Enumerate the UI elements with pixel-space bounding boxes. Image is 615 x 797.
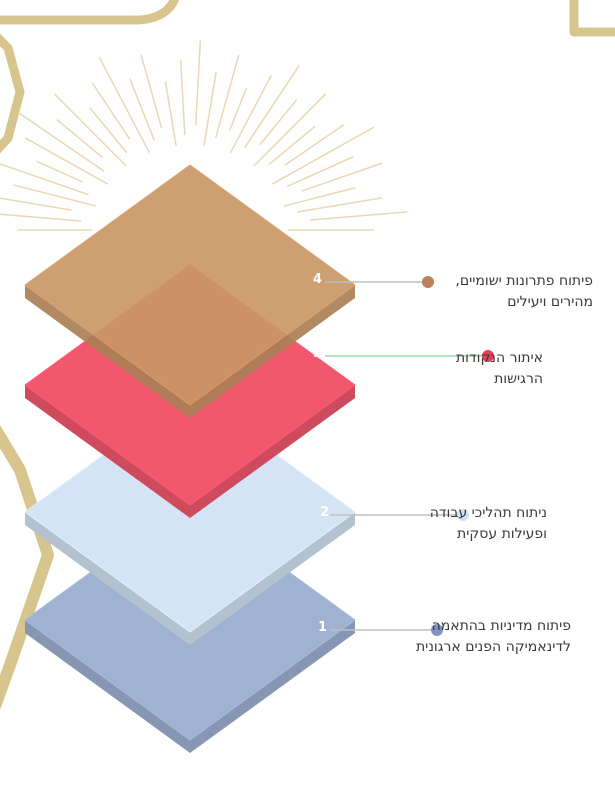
ray-line [229, 88, 246, 131]
layer-1-label-line1: פיתוח מדיניות בהתאמה [416, 616, 571, 637]
layer-2-label: ניתוח תהליכי עבודה ופעילות עסקית [430, 503, 547, 545]
ray-line [254, 94, 326, 166]
layer-3-number: 3 [313, 346, 322, 361]
layer-1-label-line2: לדינאמיקה הפנים ארגונית [416, 637, 571, 658]
frame-left-notch [0, 30, 20, 158]
ray-line [57, 120, 103, 158]
layer-4-label: פיתוח פתרונות ישומיים, מהירים ויעילים [455, 271, 593, 313]
frame-top-left [0, 0, 178, 20]
layer-2-label-line1: ניתוח תהליכי עבודה [430, 503, 547, 524]
ray-line [204, 72, 216, 146]
layer-4-label-line1: פיתוח פתרונות ישומיים, [455, 271, 593, 292]
ray-line [287, 157, 353, 187]
ray-line [92, 83, 129, 139]
ray-line [165, 82, 176, 146]
layer-4-dot [422, 276, 434, 288]
layer-2-label-line2: ופעילות עסקית [430, 524, 547, 545]
ray-line [216, 55, 239, 138]
ray-line [181, 60, 185, 135]
layer-3-label-line1: איתור הנקודות [456, 348, 543, 369]
ray-line [285, 125, 344, 165]
ray-line [196, 40, 201, 125]
ray-line [260, 100, 297, 145]
layer-2-number: 2 [320, 505, 329, 520]
ray-line [0, 214, 81, 221]
ray-line [310, 212, 407, 220]
ray-line [302, 163, 382, 191]
layer-4-label-line2: מהירים ויעילים [455, 292, 593, 313]
ray-line [269, 126, 315, 164]
layer-stack [25, 165, 355, 753]
ray-line [54, 94, 126, 166]
layer-3-label-line2: הרגישות [456, 369, 543, 390]
connector-lines [325, 276, 494, 636]
layer-1-label: פיתוח מדיניות בהתאמה לדינאמיקה הפנים ארג… [416, 616, 571, 658]
ray-line [90, 108, 127, 153]
frame-top-right [574, 0, 615, 32]
frame-left-big [0, 420, 48, 720]
layer-4-number: 4 [313, 272, 322, 287]
ray-line [272, 127, 374, 184]
layer-3-label: איתור הנקודות הרגישות [456, 348, 543, 390]
layer-1-number: 1 [318, 620, 327, 635]
